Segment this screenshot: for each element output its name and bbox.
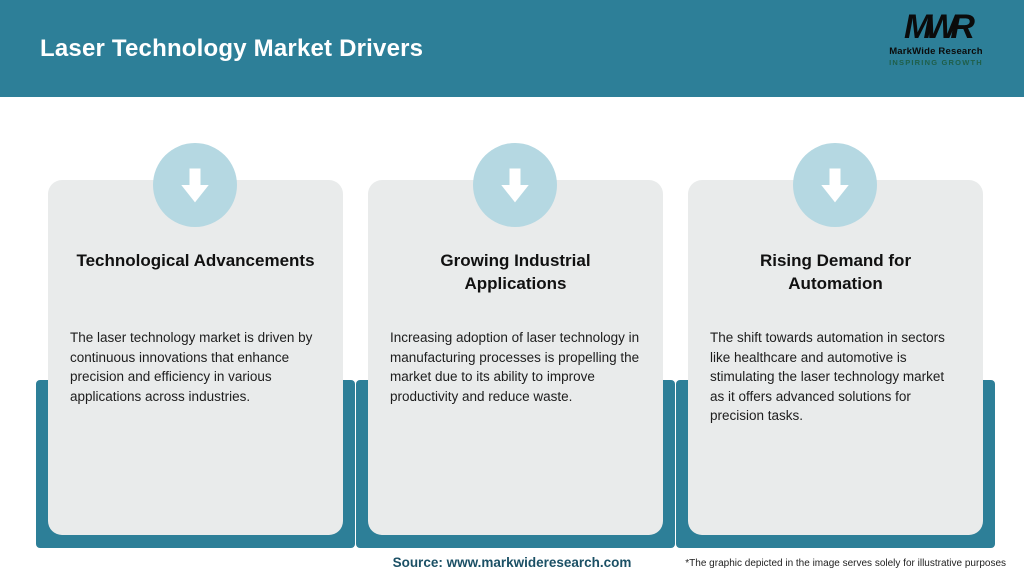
driver-card: Growing Industrial Applications Increasi… — [368, 180, 663, 535]
down-arrow-icon — [793, 143, 877, 227]
disclaimer-text: *The graphic depicted in the image serve… — [685, 558, 1006, 569]
card-body-text: Increasing adoption of laser technology … — [390, 330, 640, 404]
card-title: Technological Advancements — [76, 251, 315, 270]
logo-monogram: MWR — [904, 8, 975, 46]
logo-name: MarkWide Research — [889, 46, 983, 57]
driver-card: Rising Demand for Automation The shift t… — [688, 180, 983, 535]
page-title: Laser Technology Market Drivers — [40, 34, 424, 62]
markwide-research-logo: MWR MarkWide Research INSPIRING GROWTH — [876, 10, 996, 66]
card-title: Growing Industrial Applications — [440, 251, 591, 293]
card-body-text: The laser technology market is driven by… — [70, 330, 313, 404]
driver-card: Technological Advancements The laser tec… — [48, 180, 343, 535]
header-banner: Laser Technology Market Drivers MWR Mark… — [0, 0, 1024, 97]
logo-tagline: INSPIRING GROWTH — [889, 57, 983, 67]
card-title: Rising Demand for Automation — [759, 251, 912, 293]
source-text: Source: www.markwideresearch.com — [392, 555, 632, 570]
card-body-text: The shift towards automation in sectors … — [710, 330, 945, 424]
down-arrow-icon — [473, 143, 557, 227]
down-arrow-icon — [153, 143, 237, 227]
